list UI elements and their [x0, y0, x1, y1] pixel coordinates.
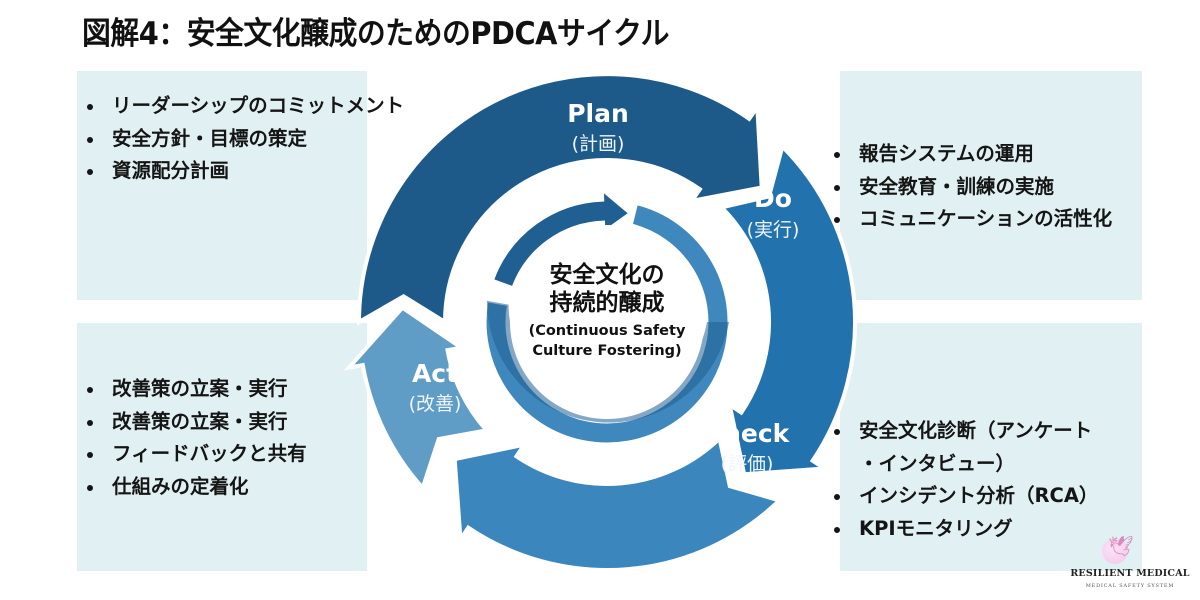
list-item: 安全教育・訓練の実施 — [832, 171, 1112, 204]
plan-sublabel: (計画) — [572, 133, 625, 155]
list-item: 安全文化診断（アンケート — [832, 415, 1098, 448]
list-item: 安全方針・目標の策定 — [85, 123, 404, 156]
list-item: KPIモニタリング — [832, 513, 1098, 546]
list-item: 報告システムの運用 — [832, 138, 1112, 171]
plan-arrow-segment — [356, 72, 764, 326]
act-panel — [77, 323, 367, 571]
plan-panel — [77, 71, 367, 300]
do-panel — [840, 71, 1142, 300]
check-bullet-list: 安全文化診断（アンケート ・インタビュー） インシデント分析（RCA） KPIモ… — [832, 415, 1098, 545]
list-item: 改善策の立案・実行 — [85, 373, 307, 406]
act-arrow-segment — [343, 305, 491, 492]
do-arrow-segment — [717, 142, 857, 477]
act-sublabel: (改善) — [409, 393, 462, 415]
do-label: Do — [754, 184, 792, 213]
logo-tagline: MEDICAL SAFETY SYSTEM — [1085, 583, 1175, 589]
list-item: フィードバックと共有 — [85, 438, 307, 471]
list-item: 改善策の立案・実行 — [85, 406, 307, 439]
list-item: インシデント分析（RCA） — [832, 480, 1098, 513]
do-sublabel: (実行) — [747, 219, 800, 241]
check-label: Check — [705, 419, 791, 448]
check-arrow-segment — [452, 434, 784, 572]
plan-label: Plan — [567, 99, 629, 128]
logo: 🕊 RESILIENT MEDICAL MEDICAL SAFETY SYSTE… — [1060, 530, 1200, 600]
logo-badge — [1102, 538, 1128, 564]
list-item: 仕組みの定着化 — [85, 471, 307, 504]
center-disc — [510, 225, 704, 419]
inner-ring-arrow — [490, 186, 633, 290]
center-title-line1: 安全文化の — [550, 261, 665, 288]
dove-icon: 🕊 — [1108, 534, 1134, 558]
center-title-line2: 持続的醸成 — [550, 289, 665, 316]
plan-bullet-list: リーダーシップのコミットメント 安全方針・目標の策定 資源配分計画 — [85, 90, 404, 188]
list-item: リーダーシップのコミットメント — [85, 90, 404, 123]
act-bullet-list: 改善策の立案・実行 改善策の立案・実行 フィードバックと共有 仕組みの定着化 — [85, 373, 307, 503]
center-subtitle-line2: Culture Fostering) — [532, 343, 681, 359]
center-subtitle-line1: (Continuous Safety — [529, 323, 686, 339]
check-sublabel: (評価) — [721, 453, 774, 475]
list-item: コミュニケーションの活性化 — [832, 203, 1112, 236]
list-item-continuation: ・インタビュー） — [859, 451, 1016, 475]
page-title: 図解4：安全文化醸成のためのPDCAサイクル — [82, 16, 670, 52]
logo-name: RESILIENT MEDICAL — [1070, 568, 1190, 579]
list-item: 資源配分計画 — [85, 155, 404, 188]
do-bullet-list: 報告システムの運用 安全教育・訓練の実施 コミュニケーションの活性化 — [832, 138, 1112, 236]
act-label: Act — [412, 359, 458, 388]
check-panel — [840, 323, 1142, 571]
